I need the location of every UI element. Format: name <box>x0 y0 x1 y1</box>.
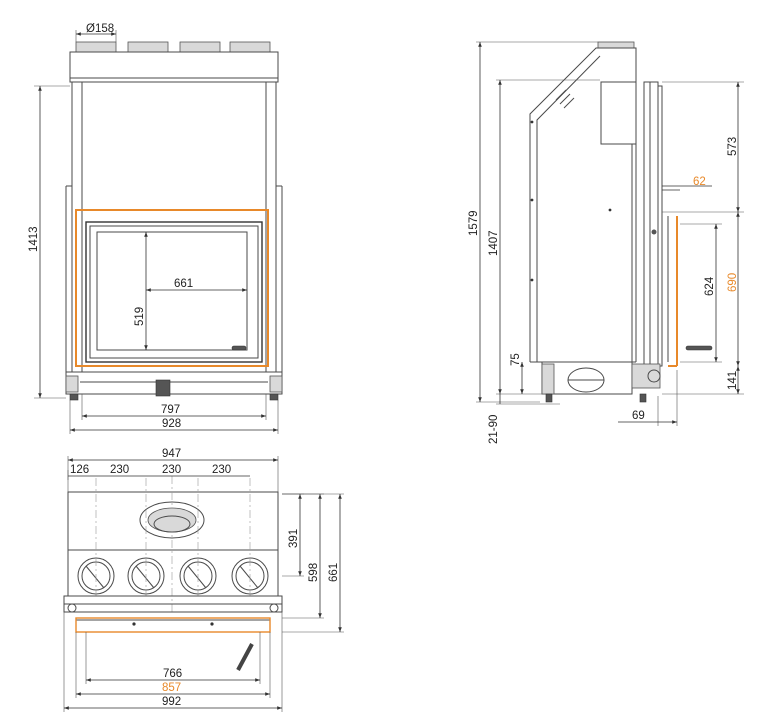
dim-depth-a: 391 <box>288 529 300 548</box>
dim-frame-outer: 992 <box>162 696 181 708</box>
connector-circles <box>77 557 269 595</box>
dim-top-total-width: 947 <box>162 448 181 460</box>
side-handle <box>685 345 713 351</box>
top-flue-outlet <box>139 501 205 539</box>
dim-door-height: 624 <box>704 276 716 296</box>
door-handle <box>231 345 247 351</box>
dim-outer-width: 928 <box>162 418 181 430</box>
dim-spacing-a: 126 <box>70 464 89 476</box>
dim-frame-inner: 766 <box>163 668 182 680</box>
poker-tool <box>236 643 254 671</box>
dim-depth-b: 598 <box>308 563 320 582</box>
dim-inner-width: 797 <box>161 404 180 416</box>
flue-collars <box>75 41 271 53</box>
dim-spacing-c: 230 <box>162 464 181 476</box>
dim-top-section: 573 <box>727 137 739 156</box>
dim-spacing-d: 230 <box>212 464 231 476</box>
dim-door-offset: 62 <box>693 176 706 188</box>
dim-glass-width: 661 <box>174 278 193 290</box>
dim-body-height: 1407 <box>488 230 500 256</box>
front-view: Ø158 1413 661 519 797 928 <box>28 23 283 434</box>
dim-spacing-b: 230 <box>110 464 129 476</box>
dim-total-height: 1413 <box>28 226 40 252</box>
dim-flue-diameter: Ø158 <box>86 23 114 35</box>
dim-depth-c: 661 <box>328 563 340 582</box>
dim-overall-height: 1579 <box>468 210 480 236</box>
top-view: 947 126 230 230 230 391 598 661 766 857 <box>63 448 344 712</box>
dim-frame-orange: 857 <box>162 682 181 694</box>
dim-bottom-clearance: 141 <box>727 371 739 390</box>
dim-foot-height: 75 <box>510 353 522 366</box>
dim-glass-height: 519 <box>134 307 146 326</box>
top-frame-outline <box>75 617 271 633</box>
front-frame-outline <box>75 209 269 367</box>
dim-frame-depth: 69 <box>632 410 645 422</box>
dim-opening-height: 690 <box>727 273 739 292</box>
dim-leg-adjust: 21-90 <box>488 415 500 444</box>
glass-panel <box>96 231 248 351</box>
side-view: 1579 1407 75 21-90 573 62 624 690 1 <box>468 41 744 444</box>
